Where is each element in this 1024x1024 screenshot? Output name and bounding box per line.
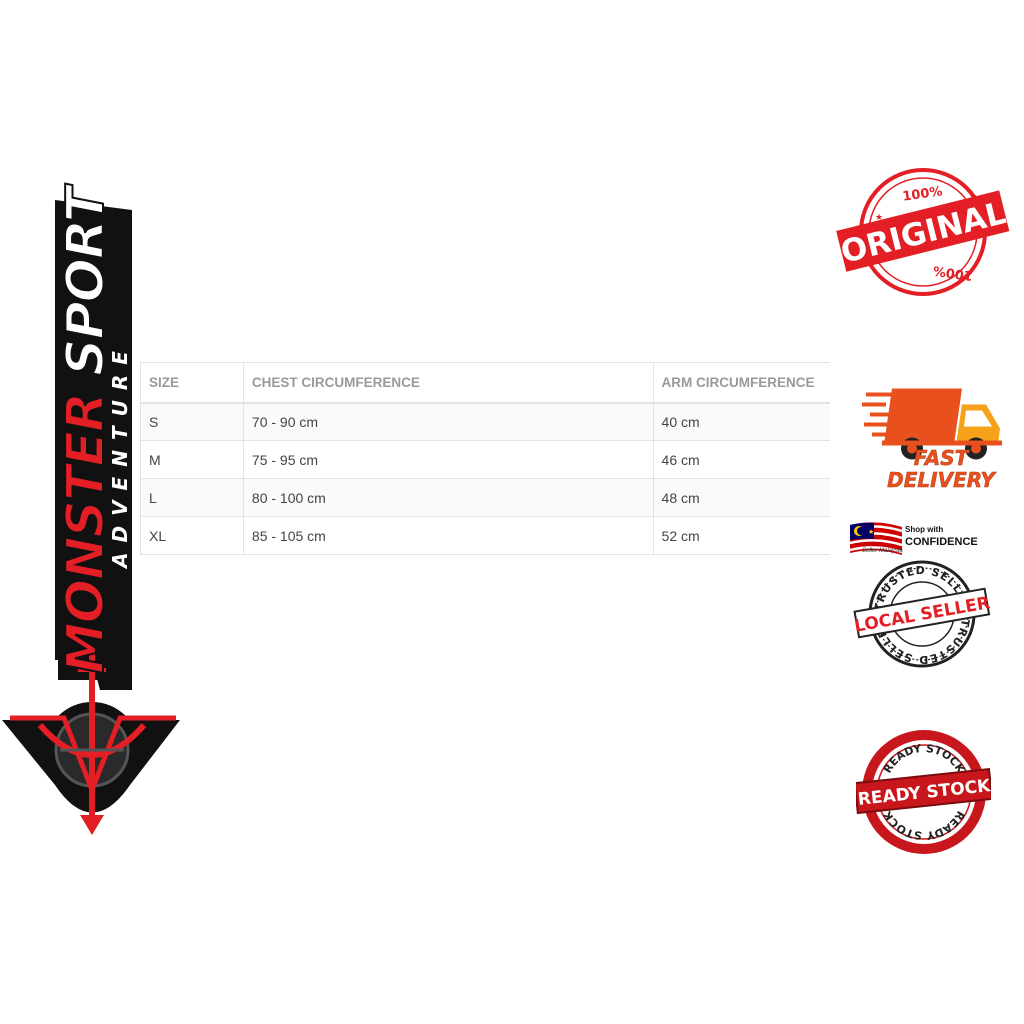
- cell-arm: 48 cm: [652, 478, 830, 517]
- brand-tagline: ADVENTURE: [108, 341, 132, 568]
- header-arm: ARM CIRCUMFERENCE: [652, 362, 830, 404]
- local-seller-badge: TRUSTED SELLER TRUSTED SELLER LOCAL SELL…: [852, 558, 992, 670]
- confidence-line1: Shop with: [905, 525, 944, 534]
- cell-arm: 52 cm: [652, 516, 830, 555]
- cell-size: S: [140, 402, 244, 441]
- fast-delivery-line2: DELIVERY: [887, 468, 995, 492]
- brand-word-sport: SPORT: [55, 187, 117, 377]
- cell-size: L: [140, 478, 244, 517]
- cell-size: XL: [140, 516, 244, 555]
- star-icon: ★: [875, 212, 883, 222]
- confidence-small-text: Seller Malaysia: [862, 548, 903, 554]
- brand-word-monster: MONSTER: [55, 392, 117, 675]
- delivery-truck-icon: [862, 362, 1004, 497]
- original-badge: 100% 100% ORIGINAL ★ ★: [835, 165, 1010, 300]
- cell-chest: 85 - 105 cm: [242, 516, 654, 555]
- header-chest: CHEST CIRCUMFERENCE: [242, 362, 654, 404]
- fast-delivery-line1: FAST: [913, 446, 969, 470]
- cell-arm: 40 cm: [652, 402, 830, 441]
- original-top-text: 100%: [902, 184, 944, 204]
- table-header-row: SIZE CHEST CIRCUMFERENCE ARM CIRCUMFEREN…: [140, 362, 830, 404]
- table-row: XL 85 - 105 cm 52 cm: [140, 516, 830, 555]
- cell-chest: 75 - 95 cm: [242, 440, 654, 479]
- original-main-text: ORIGINAL: [837, 195, 1009, 271]
- cell-arm: 46 cm: [652, 440, 830, 479]
- table-row: L 80 - 100 cm 48 cm: [140, 478, 830, 517]
- star-icon: ★: [868, 528, 874, 536]
- malaysia-flag-icon: ★: [848, 519, 988, 561]
- cell-chest: 80 - 100 cm: [242, 478, 654, 517]
- fast-delivery-text: FAST DELIVERY: [876, 446, 1006, 492]
- table-row: S 70 - 90 cm 40 cm: [140, 402, 830, 441]
- star-icon: ★: [969, 191, 977, 201]
- header-size: SIZE: [140, 362, 244, 404]
- monster-sport-logo: [0, 190, 185, 835]
- brand-wordmark: MONSTER SPORT: [55, 187, 117, 675]
- ready-stock-badge: READY STOCK READY STOCK READY STOCK: [856, 728, 991, 858]
- confidence-line2: CONFIDENCE: [905, 536, 978, 548]
- cell-chest: 70 - 90 cm: [242, 402, 654, 441]
- cell-size: M: [140, 440, 244, 479]
- size-chart-table: SIZE CHEST CIRCUMFERENCE ARM CIRCUMFEREN…: [140, 362, 830, 555]
- confidence-text: Shop with CONFIDENCE: [905, 525, 978, 549]
- table-row: M 75 - 95 cm 46 cm: [140, 440, 830, 479]
- original-bottom-text: 100%: [932, 262, 974, 282]
